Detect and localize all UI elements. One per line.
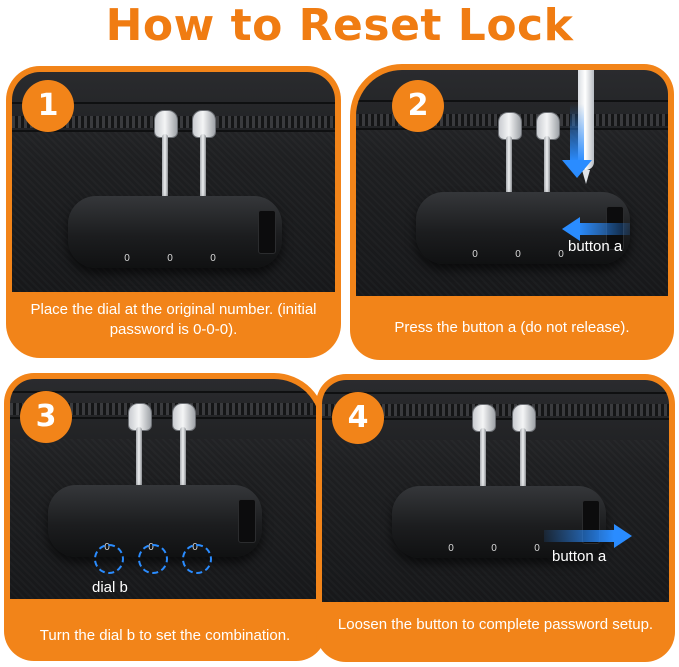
zipper-puller-right [536, 112, 560, 224]
step-1-photo: 0 0 0 1 [12, 72, 335, 292]
combination-lock: 0 0 0 [392, 486, 606, 558]
step-2-photo: 0 0 0 button a 2 [356, 70, 668, 296]
step-caption: Turn the dial b to set the combination. [39, 627, 291, 644]
arrow-down-head-icon [562, 160, 592, 178]
arrow-left-icon [562, 217, 580, 241]
step-number-badge: 4 [332, 392, 384, 444]
step-caption: Press the button a (do not release). [394, 319, 630, 336]
arrow-right-tail-icon [544, 530, 614, 542]
zipper-puller-left [472, 404, 496, 516]
rotate-icon [94, 544, 124, 574]
step-2-panel: 0 0 0 button a 2 Press the button a (do … [350, 64, 674, 360]
step-4-photo: 0 0 0 button a 4 [322, 380, 669, 602]
dial-digit: 0 [448, 543, 454, 554]
zipper-puller-left [154, 110, 178, 222]
rotate-icon [182, 544, 212, 574]
arrow-left-tail-icon [578, 223, 630, 235]
arrow-right-icon [614, 524, 632, 548]
button-a-label: button a [552, 548, 607, 565]
step-3-photo: 0 0 0 dial b 3 [10, 379, 320, 599]
zipper-puller-left [128, 403, 152, 515]
lock-button [258, 210, 276, 254]
dial-digit: 0 [491, 543, 497, 554]
step-1-panel: 0 0 0 1 Place the dial at the original n… [6, 66, 341, 358]
step-number-badge: 1 [22, 80, 74, 132]
step-caption: Place the dial at the original number. (… [30, 301, 317, 338]
dial-digit: 0 [558, 249, 564, 260]
step-4-panel: 0 0 0 button a 4 Loosen the button to co… [316, 374, 675, 662]
dial-digit: 0 [515, 249, 521, 260]
step-caption: Loosen the button to complete password s… [337, 616, 654, 633]
dial-digit: 0 [210, 253, 216, 264]
button-a-label: button a [568, 238, 623, 255]
lock-button [238, 499, 256, 543]
zipper-puller-right [512, 404, 536, 516]
step-number-badge: 2 [392, 80, 444, 132]
zipper-puller-right [172, 403, 196, 515]
dial-digit: 0 [124, 253, 130, 264]
dial-digit: 0 [534, 543, 540, 554]
dial-digit: 0 [167, 253, 173, 264]
dial-b-label: dial b [92, 579, 128, 596]
rotate-icon [138, 544, 168, 574]
arrow-down-icon [570, 104, 584, 162]
combination-lock: 0 0 0 [68, 196, 282, 268]
zipper-puller-right [192, 110, 216, 222]
step-3-panel: 0 0 0 dial b 3 Turn the dial b to set th… [4, 373, 326, 661]
dial-digit: 0 [472, 249, 478, 260]
zipper-puller-left [498, 112, 522, 224]
page-title: How to Reset Lock [105, 0, 574, 51]
step-number-badge: 3 [20, 391, 72, 443]
